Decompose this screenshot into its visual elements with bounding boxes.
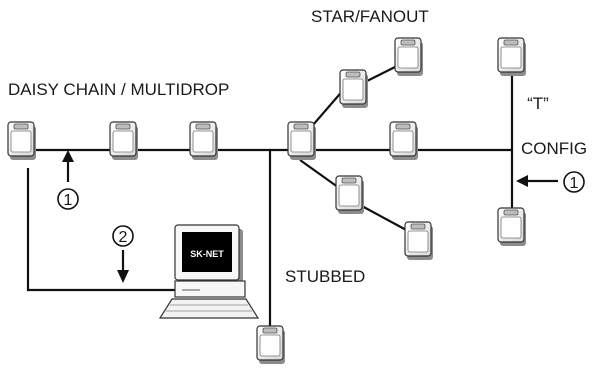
callout-circle (563, 171, 585, 193)
computer-link (26, 168, 175, 292)
sensor-box-icon (287, 121, 317, 161)
callout-computer: 2 (119, 229, 128, 246)
sensor-box-icon (497, 207, 527, 247)
callout-arrows (62, 150, 558, 283)
label-star-fanout: STAR/FANOUT (311, 7, 429, 26)
sensor-box-icon (389, 121, 419, 161)
callout-numbers: 1 1 2 (57, 171, 585, 247)
callout-circle (57, 188, 79, 210)
label-t-config-bottom: CONFIG (521, 139, 587, 158)
label-stubbed: STUBBED (285, 267, 365, 286)
sensor-box-icon (189, 121, 219, 161)
keyboard (158, 298, 260, 319)
sensor-box-icon (394, 37, 424, 77)
wires (26, 61, 514, 330)
sensor-box-icon (256, 325, 286, 365)
star-branch-lower-2 (359, 204, 411, 233)
sensor-box-icon (7, 121, 37, 161)
star-branch-lower (299, 159, 343, 191)
sensor-box-icon (404, 221, 434, 261)
sensor-box-icon (497, 37, 527, 77)
callout-t-config: 1 (570, 175, 579, 192)
callout-circle (112, 225, 134, 247)
computer-terminal-icon: SK-NET (158, 224, 260, 319)
computer-screen-text: SK-NET (190, 249, 224, 259)
topology-labels: STAR/FANOUT DAISY CHAIN / MULTIDROP “T” … (8, 7, 587, 286)
label-daisy-chain: DAISY CHAIN / MULTIDROP (8, 80, 229, 99)
sensor-box-icon (339, 69, 369, 109)
label-t-config-top: “T” (527, 94, 549, 113)
sensor-box-icon (335, 175, 365, 215)
sensor-box-icon (109, 121, 139, 161)
computer-screen (182, 232, 232, 272)
callout-daisy: 1 (64, 192, 73, 209)
